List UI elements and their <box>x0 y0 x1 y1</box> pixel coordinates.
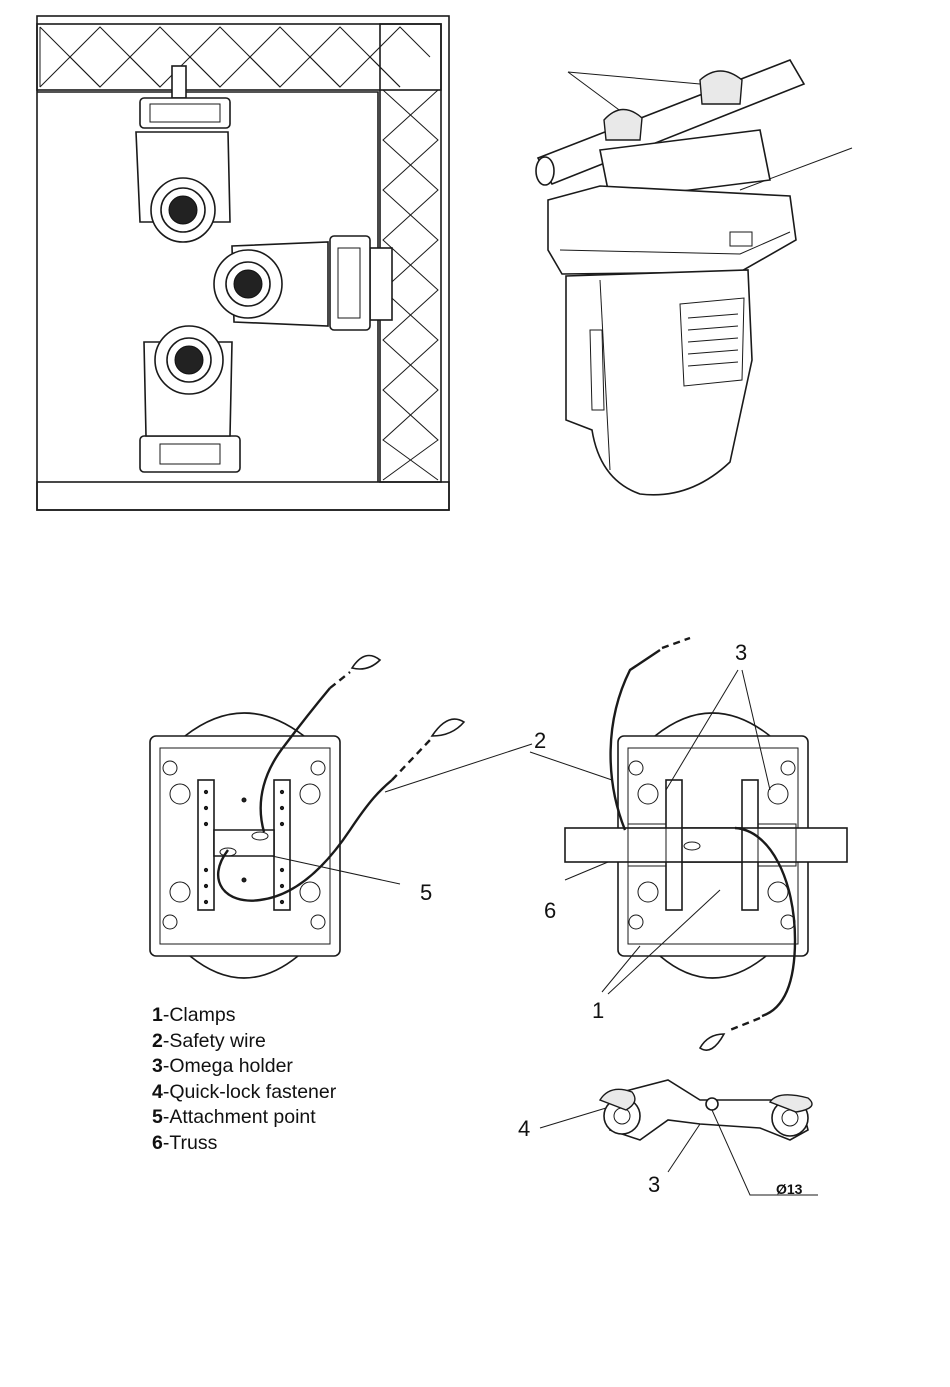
legend-item: 4-Quick-lock fastener <box>152 1080 336 1106</box>
callout-clamps: 1 <box>592 998 604 1023</box>
base-bottom-view-right <box>530 638 847 1050</box>
callout-omega-holder-top: 3 <box>735 640 747 665</box>
pipe-clamp-perspective <box>536 60 852 495</box>
diameter-label: Ø13 <box>776 1181 803 1197</box>
omega-holder-detail <box>540 1080 818 1195</box>
callout-quick-lock: 4 <box>518 1116 530 1141</box>
legend-item: 5-Attachment point <box>152 1105 336 1131</box>
legend-item: 6-Truss <box>152 1131 336 1157</box>
legend-item: 3-Omega holder <box>152 1054 336 1080</box>
truss-mounting-diagram <box>37 16 449 510</box>
callout-attachment-point: 5 <box>420 880 432 905</box>
legend-item: 2-Safety wire <box>152 1029 336 1055</box>
callout-omega-holder-bottom: 3 <box>648 1172 660 1197</box>
base-bottom-view-left <box>150 656 532 979</box>
callout-truss: 6 <box>544 898 556 923</box>
parts-legend: 1-Clamps 2-Safety wire 3-Omega holder 4-… <box>152 1003 336 1156</box>
callout-safety-wire: 2 <box>534 728 546 753</box>
legend-item: 1-Clamps <box>152 1003 336 1029</box>
